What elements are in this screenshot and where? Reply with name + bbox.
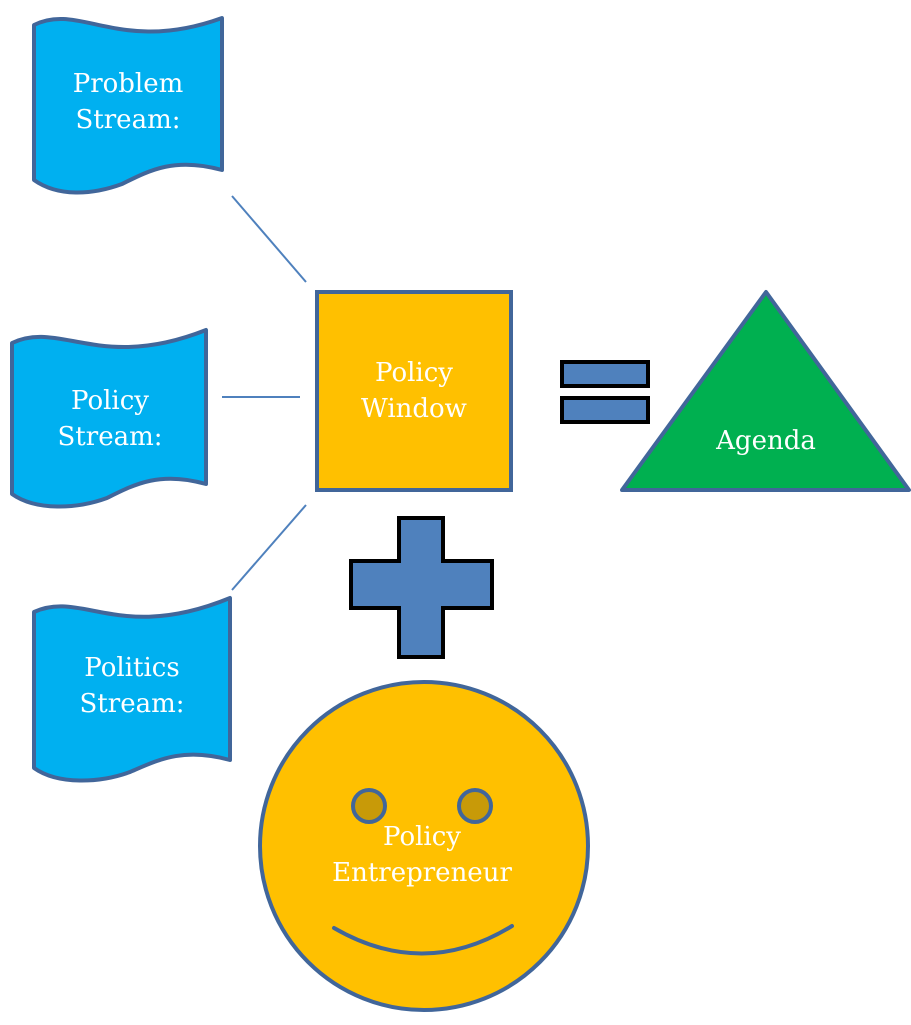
- problem-stream-banner: [32, 16, 224, 195]
- equals-sign-top-bar: [560, 360, 650, 388]
- policy-stream-label: Policy Stream:: [58, 383, 163, 455]
- policy-window-label-line2: Window: [361, 394, 467, 424]
- entrepreneur-label: Policy Entrepreneur: [332, 819, 512, 891]
- policy-stream-label-line1: Policy: [71, 386, 149, 416]
- connector-politics-to-window: [231, 504, 307, 591]
- policy-window-label: Policy Window: [361, 355, 467, 427]
- policy-stream-label-line2: Stream:: [57, 422, 163, 452]
- problem-stream-label: Problem Stream:: [73, 66, 184, 138]
- problem-stream-label-line1: Problem: [72, 69, 184, 99]
- equals-sign-bottom-bar: [560, 396, 650, 424]
- plus-sign: [349, 516, 494, 659]
- entrepreneur-label-line1: Policy: [383, 822, 461, 852]
- problem-stream-label-line2: Stream:: [75, 105, 181, 135]
- left-eye: [351, 788, 387, 824]
- policy-stream-banner: [10, 328, 208, 509]
- policy-window-label-line1: Policy: [375, 358, 453, 388]
- agenda-label-text: Agenda: [716, 426, 816, 456]
- agenda-triangle: [620, 290, 911, 492]
- politics-stream-label-line1: Politics: [84, 653, 180, 683]
- agenda-label: Agenda: [716, 423, 816, 459]
- politics-stream-label-line2: Stream:: [79, 689, 185, 719]
- connector-problem-to-window: [231, 195, 307, 283]
- politics-stream-label: Politics Stream:: [80, 650, 185, 722]
- smile-mouth: [332, 924, 514, 956]
- right-eye: [457, 788, 493, 824]
- politics-stream-banner: [32, 596, 232, 783]
- entrepreneur-label-line2: Entrepreneur: [332, 858, 512, 888]
- policy-window-box: [315, 290, 513, 492]
